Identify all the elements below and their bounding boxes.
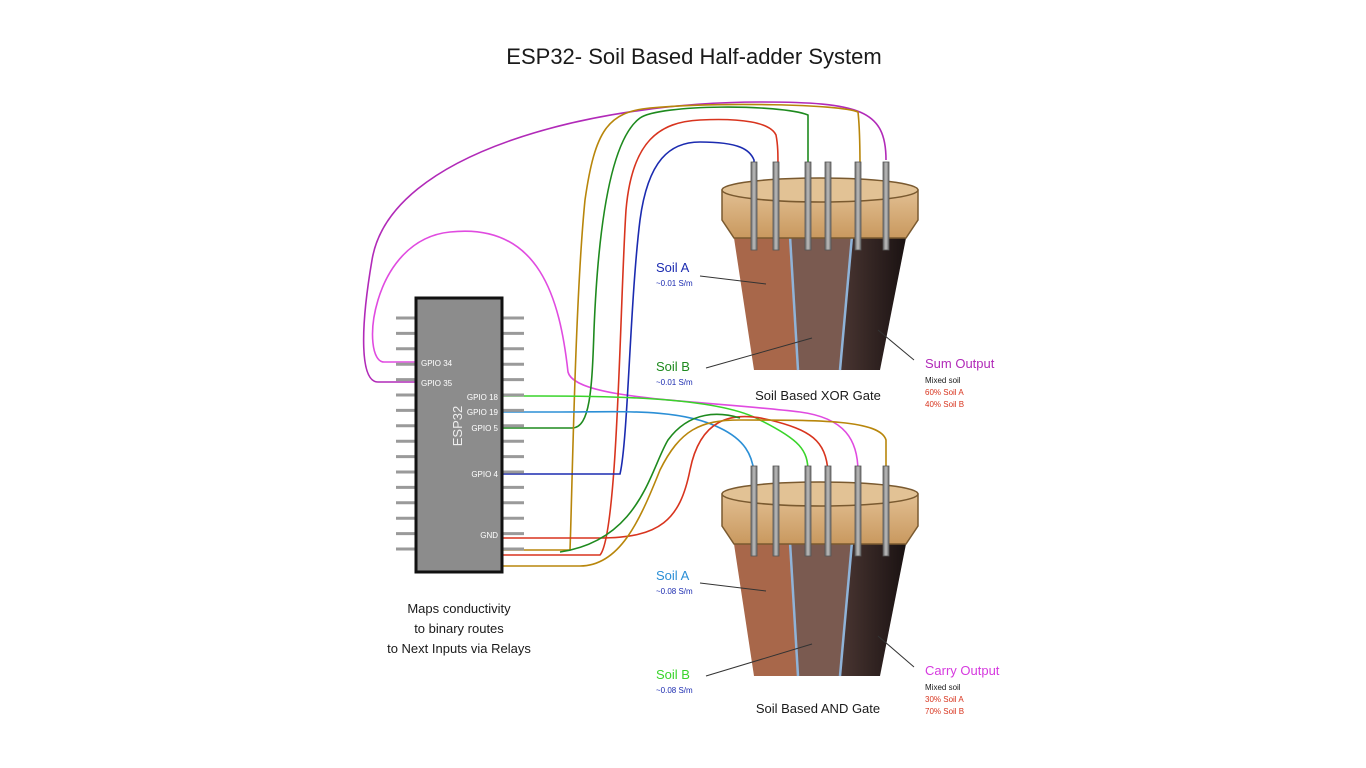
pin-label-gnd: GND [480,531,498,540]
and-soil-a-conductivity: ~0.08 S/m [656,587,693,596]
soil-probe [804,161,812,251]
wire-gpio35-sum [362,101,887,383]
wire-gnd-xor-a [502,118,779,556]
and-divider-2 [838,541,854,677]
caption-line-2: to binary routes [414,621,504,636]
wire-gpio5-xor-b [502,106,809,429]
wire-gpio18-and-b [502,395,809,473]
soil-probe [854,161,862,251]
pin-label-gpio18: GPIO 18 [467,393,499,402]
and-soil-b-label: Soil B [656,667,690,682]
wires [362,101,887,567]
xor-divider-1 [788,235,800,371]
and-soil-a-label: Soil A [656,568,690,583]
soil-probe [750,161,758,251]
xor-soil-b-conductivity: ~0.01 S/m [656,378,693,387]
xor-output-label: Sum Output [925,356,995,371]
esp32-caption: Maps conductivity to binary routes to Ne… [387,601,531,656]
wire-green-loop [559,413,741,553]
esp32-board: ESP32 GPIO 34 GPIO 35 GPIO 18 GPIO 19 GP… [396,296,524,574]
soil-probe [824,161,832,251]
pin-label-gpio35: GPIO 35 [421,379,453,388]
xor-output-desc: Mixed soil [925,376,961,385]
esp32-chip-label: ESP32 [450,406,465,446]
wire-gnd-and-a [502,415,829,539]
soil-probe [882,161,890,251]
pin-label-gpio5: GPIO 5 [471,424,498,433]
and-output-mix-a: 30% Soil A [925,695,964,704]
wire-gpio34-carry [371,230,859,473]
xor-output-mix-b: 40% Soil B [925,400,964,409]
soil-probe [772,465,780,557]
xor-soil-a-label: Soil A [656,260,690,275]
and-pot-rim-top [721,481,919,507]
caption-line-1: Maps conductivity [407,601,511,616]
and-divider-1 [788,541,800,677]
pin-label-gpio34: GPIO 34 [421,359,453,368]
xor-divider-2 [838,235,854,371]
and-soil-a-leader [699,582,767,592]
xor-soil-b-section [790,236,852,370]
and-soil-b-section [790,542,852,676]
and-probes [750,465,890,557]
and-soil-b-conductivity: ~0.08 S/m [656,686,693,695]
xor-output-mix-a: 60% Soil A [925,388,964,397]
esp32-chip-body [414,296,504,574]
left-pin-header [396,316,416,551]
xor-pot-rim-top [721,177,919,203]
and-output-label: Carry Output [925,663,1000,678]
xor-soil-a-conductivity: ~0.01 S/m [656,279,693,288]
and-output-section [840,542,906,676]
xor-output-section [840,236,906,370]
xor-soil-a-leader [699,275,767,285]
soil-probe [750,465,758,557]
soil-probe [824,465,832,557]
and-soil-b-leader [705,643,813,677]
xor-soil-a-section [734,236,798,370]
wire-gnd-and-out [502,419,887,567]
xor-pot [721,161,919,371]
soil-probe [804,465,812,557]
xor-probes [750,161,890,251]
soil-probe [854,465,862,557]
xor-gate-name: Soil Based XOR Gate [755,388,881,403]
wire-gpio4-xor [502,141,755,475]
xor-output-leader [877,329,915,361]
caption-line-3: to Next Inputs via Relays [387,641,531,656]
soil-probe [772,161,780,251]
right-pin-header [502,316,524,551]
wire-gpio19-and [502,410,755,473]
diagram-title: ESP32- Soil Based Half-adder System [506,44,881,69]
and-output-mix-b: 70% Soil B [925,707,964,716]
wire-gnd-xor [502,103,861,551]
and-pot [721,465,919,677]
xor-soil-b-label: Soil B [656,359,690,374]
and-soil-a-section [734,542,798,676]
xor-soil-b-leader [705,337,813,369]
and-output-desc: Mixed soil [925,683,961,692]
pin-label-gpio4: GPIO 4 [471,470,498,479]
and-gate-name: Soil Based AND Gate [756,701,880,716]
xor-labels: Soil A ~0.01 S/m Soil B ~0.01 S/m Soil B… [656,260,995,409]
and-labels: Soil A ~0.08 S/m Soil B ~0.08 S/m Soil B… [656,568,1000,716]
and-output-leader [877,635,915,668]
pin-label-gpio19: GPIO 19 [467,408,499,417]
soil-probe [882,465,890,557]
